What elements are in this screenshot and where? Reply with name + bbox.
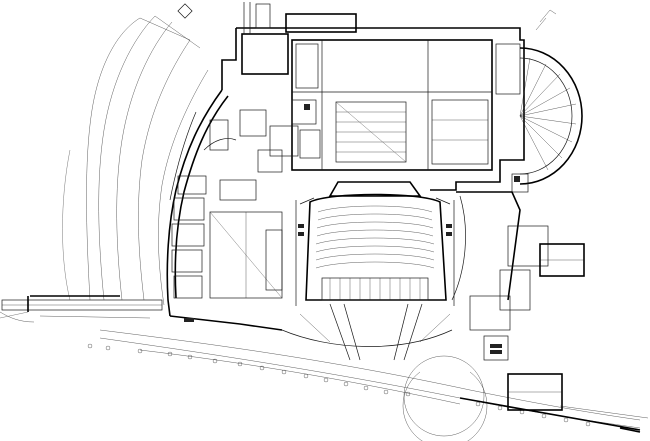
- bottom-promenade: [87, 329, 649, 441]
- auditorium: [295, 181, 455, 306]
- balcony-seats: [329, 278, 421, 300]
- right-wing-rooms: [451, 191, 585, 411]
- stage-block: [177, 2, 521, 171]
- building-outline: [166, 27, 525, 331]
- left-bridge: [0, 295, 163, 323]
- seating-rows: [315, 205, 435, 269]
- column-markers: [87, 343, 591, 427]
- semicircle-hall: [511, 9, 583, 193]
- hall-radial-lines: [519, 57, 577, 171]
- terrain-lines: [62, 15, 209, 306]
- stair-details: [184, 104, 520, 354]
- left-wing-rooms: [171, 99, 321, 299]
- lobby-fan: [281, 303, 453, 361]
